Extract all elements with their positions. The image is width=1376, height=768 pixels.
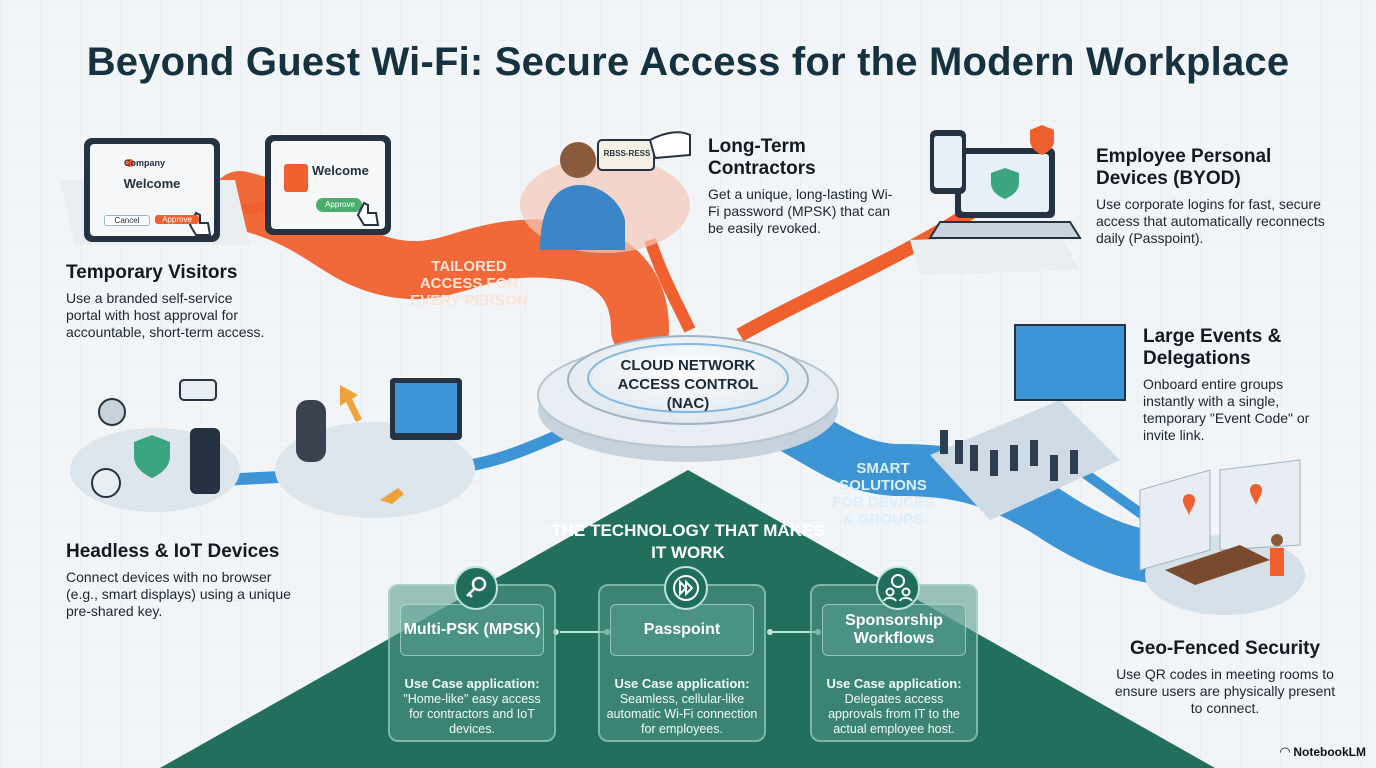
byod-text: Use corporate logins for fast, secure ac… xyxy=(1096,196,1325,246)
tech-card-passpoint: Passpoint Use Case application: Seamless… xyxy=(598,584,766,742)
tech-card-mpsk-name: Multi-PSK (MPSK) xyxy=(400,604,544,656)
fast-forward-icon xyxy=(664,566,708,610)
iot-text: Connect devices with no browser (e.g., s… xyxy=(66,569,291,619)
brand-label: ◠ NotebookLM xyxy=(1280,744,1366,760)
visitors-title: Temporary Visitors xyxy=(66,262,238,283)
phone-wifi-icon xyxy=(930,130,966,194)
key-icon xyxy=(340,385,362,422)
technology-title: THE TECHNOLOGY THAT MAKES IT WORK xyxy=(551,521,825,562)
contractors-block: Long-Term Contractors Get a unique, long… xyxy=(708,136,898,237)
tech-card-sponsorship: Sponsorship Workflows Use Case applicati… xyxy=(810,584,978,742)
contractors-text: Get a unique, long-lasting Wi-Fi passwor… xyxy=(708,186,893,236)
tailored-path-label: TAILORED ACCESS FOR EVERY PERSON xyxy=(410,258,528,309)
page-title: Beyond Guest Wi-Fi: Secure Access for th… xyxy=(86,40,1290,84)
laptop-shield-icon xyxy=(928,148,1082,239)
location-pin-icon-2 xyxy=(1250,484,1262,506)
tech-card-sponsorship-text: Delegates access approvals from IT to th… xyxy=(828,692,960,736)
smart-hub-icon xyxy=(296,400,326,462)
events-text: Onboard entire groups instantly with a s… xyxy=(1143,376,1310,443)
byod-title: Employee Personal Devices (BYOD) xyxy=(1096,146,1272,189)
location-pin-icon xyxy=(1183,494,1195,516)
people-approval-icon xyxy=(876,566,920,610)
geo-title: Geo-Fenced Security xyxy=(1129,638,1321,659)
tech-card-mpsk-text: "Home-like" easy access for contractors … xyxy=(403,692,541,736)
key-card-label: RBSS-RESS xyxy=(603,149,651,158)
portal-approve-button-2: Approve xyxy=(325,200,355,209)
brand-text: NotebookLM xyxy=(1293,745,1366,759)
byod-block: Employee Personal Devices (BYOD) Use cor… xyxy=(1096,146,1326,247)
tech-card-passpoint-name: Passpoint xyxy=(610,604,754,656)
crowd-icon xyxy=(940,430,1078,481)
key-icon-2 xyxy=(380,488,404,504)
notebooklm-logo-icon: ◠ xyxy=(1280,744,1290,759)
tech-card-mpsk-use-label: Use Case application: xyxy=(404,676,540,691)
portal-company-label: Company xyxy=(124,158,166,168)
tech-card-mpsk: Multi-PSK (MPSK) Use Case application: "… xyxy=(388,584,556,742)
visitors-text: Use a branded self-service portal with h… xyxy=(66,290,265,340)
tech-card-passpoint-use-label: Use Case application: xyxy=(614,676,750,691)
events-title: Large Events & Delegations xyxy=(1143,326,1282,369)
geo-text: Use QR codes in meeting rooms to ensure … xyxy=(1114,666,1336,716)
key-icon xyxy=(454,566,498,610)
contractor-person-icon xyxy=(540,142,625,250)
small-shield-icon xyxy=(1030,125,1054,155)
security-camera-icon xyxy=(179,379,217,401)
tablet-approve-mockup xyxy=(265,135,391,235)
portal-welcome-label-2: Welcome xyxy=(312,163,369,178)
iot-block: Headless & IoT Devices Connect devices w… xyxy=(66,541,291,620)
nac-hub xyxy=(537,335,839,462)
smart-speaker-icon xyxy=(91,468,121,498)
orange-path xyxy=(211,171,669,359)
contractors-title: Long-Term Contractors xyxy=(708,136,816,179)
visitors-block: Temporary Visitors Use a branded self-se… xyxy=(66,262,266,341)
portal-approve-button: Approve xyxy=(155,215,199,224)
tech-card-passpoint-text: Seamless, cellular-like automatic Wi-Fi … xyxy=(606,692,758,736)
shield-check-icon xyxy=(134,435,170,478)
meeting-table-icon xyxy=(1165,545,1270,585)
smart-path-label: SMART SOLUTIONS FOR DEVICES & GROUPS xyxy=(832,460,934,528)
geo-block: Geo-Fenced Security Use QR codes in meet… xyxy=(1110,638,1340,717)
tech-card-sponsorship-use-label: Use Case application: xyxy=(826,676,962,691)
portal-welcome-label: Welcome xyxy=(123,176,181,191)
portal-cancel-button: Cancel xyxy=(104,215,150,226)
iot-title: Headless & IoT Devices xyxy=(66,541,280,562)
camera-icon xyxy=(98,398,126,426)
phone-icon xyxy=(190,428,220,494)
hub-label: CLOUD NETWORK ACCESS CONTROL (NAC) xyxy=(617,357,759,412)
events-block: Large Events & Delegations Onboard entir… xyxy=(1143,326,1323,444)
tech-card-sponsorship-name: Sponsorship Workflows xyxy=(822,604,966,656)
event-screen-icon xyxy=(1014,324,1126,401)
